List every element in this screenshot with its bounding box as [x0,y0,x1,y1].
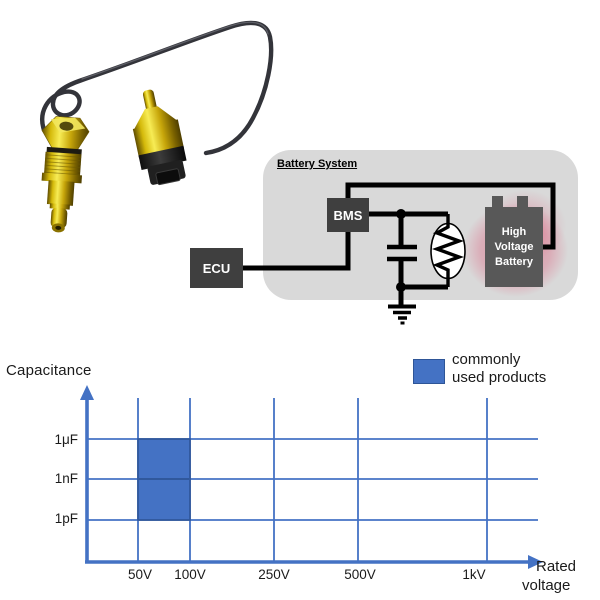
bms-label: BMS [333,207,363,223]
sensor-cable [40,20,274,156]
bms-box: BMS [327,198,369,232]
y-axis-label: Capacitance [6,362,92,379]
sensor-black-band [138,145,187,171]
battery-system-title: Battery System [277,158,358,170]
wire-bms-to-battery-top [345,182,556,250]
shaft [46,180,75,206]
axes [85,397,530,564]
hv-battery-box: High Voltage Battery [485,207,543,287]
ecu-label: ECU [202,260,231,276]
y-tick-1uF: 1μF [54,432,78,447]
junction-dot-top [396,209,406,219]
x-tick-100V: 100V [174,567,206,582]
x-tick-50V: 50V [127,567,153,582]
legend-label: commonly used products [452,351,547,386]
junction-dot-bottom [396,282,406,292]
capacitor-symbol [387,244,417,262]
thermistor-symbol [430,214,466,287]
right-sensor [132,89,187,186]
y-axis-arrow [80,385,94,400]
ground-symbol [388,304,416,325]
sensor-socket [155,168,181,186]
x-axis-arrow [528,555,543,569]
chart [80,385,543,569]
ecu-box: ECU [190,248,243,288]
battery-terminal-right [517,196,528,208]
sensor-cable-highlight [81,21,269,80]
circuit-wires [243,182,556,306]
sensor-cone [133,106,179,131]
threaded-section [44,151,82,177]
x-axis-label: Rated voltage [522,558,577,594]
probe-tip-opening [55,225,62,230]
y-tick-1nF: 1nF [54,471,78,486]
hex-marking [59,121,74,131]
x-tick-250V: 250V [258,567,290,582]
probe-tip [50,207,68,229]
sensor-illustration [40,20,274,233]
left-sensor [41,116,90,233]
battery-terminal-left [492,196,503,208]
wire-ecu-to-bms [243,232,351,271]
sensor-pin [142,89,157,113]
y-tick-1pF: 1pF [54,511,78,526]
x-tick-1kV: 1kV [462,567,486,582]
x-tick-500V: 500V [344,567,376,582]
legend-swatch [413,359,445,384]
